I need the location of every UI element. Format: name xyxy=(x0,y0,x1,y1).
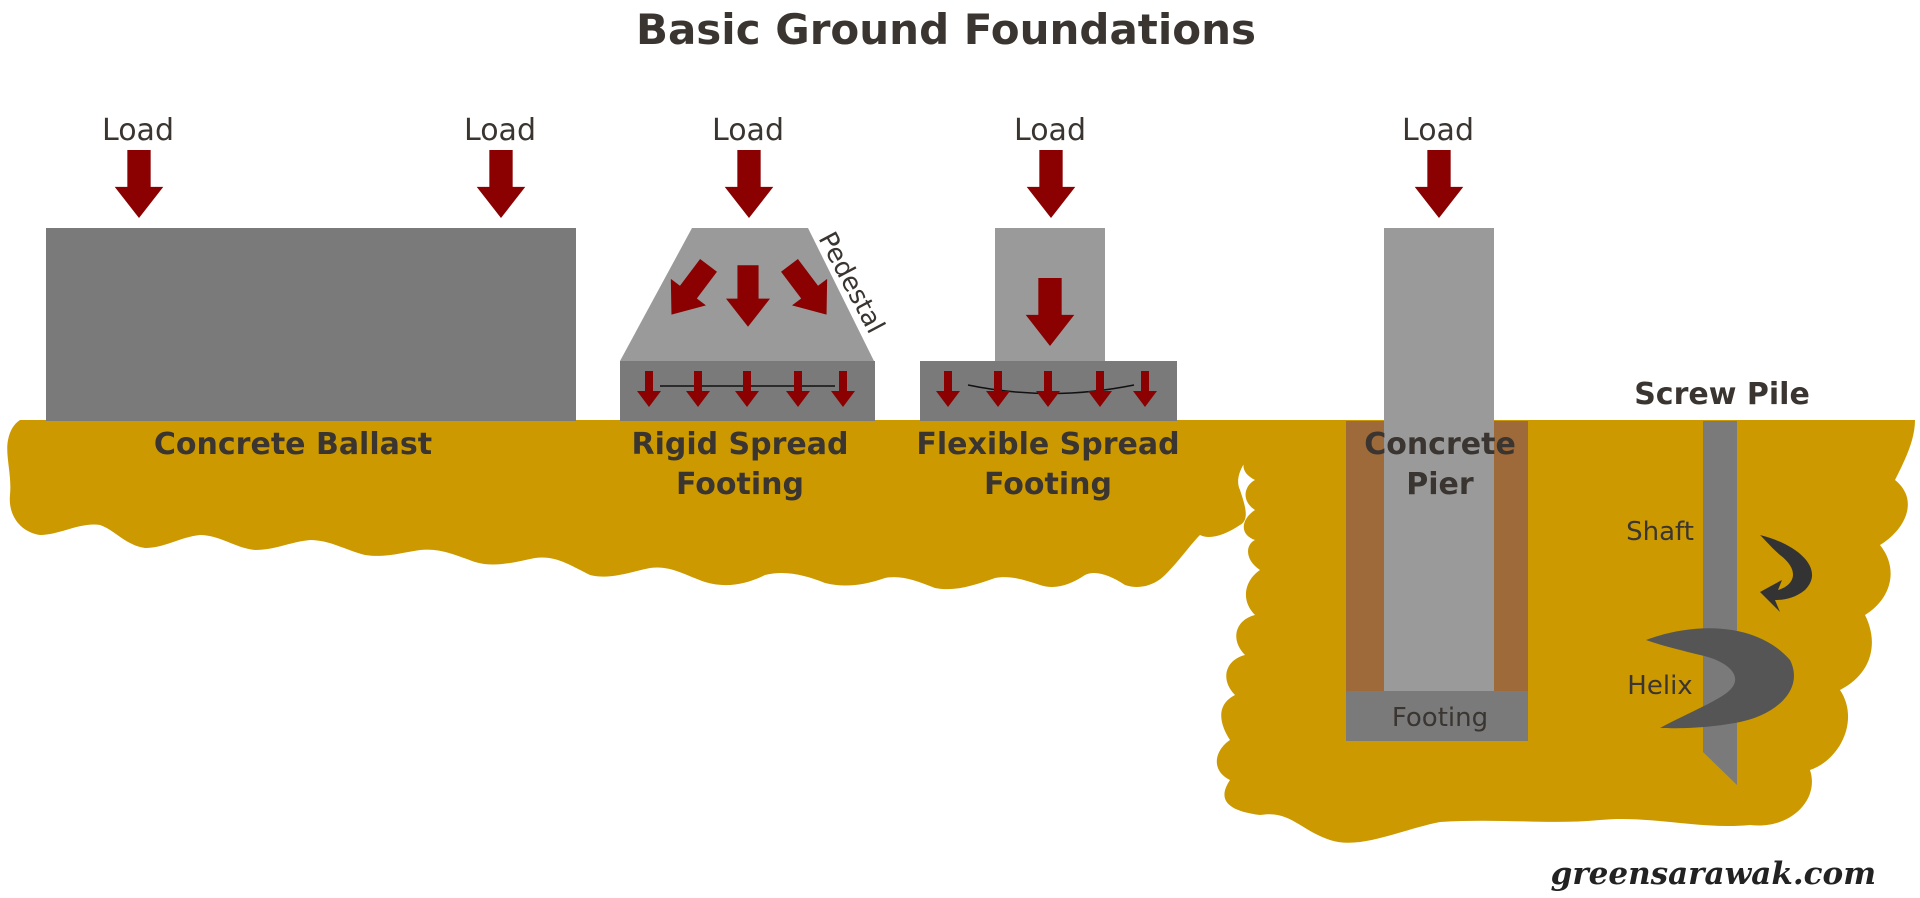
page-title: Basic Ground Foundations xyxy=(636,5,1256,54)
pier-footing-label: Footing xyxy=(1392,703,1488,733)
load-label-rigid: Load xyxy=(712,113,784,148)
load-arrow-ballast-right xyxy=(476,150,526,218)
helix-label: Helix xyxy=(1627,671,1692,701)
load-arrow-ballast-left xyxy=(114,150,164,218)
load-label-ballast-left: Load xyxy=(102,113,174,148)
load-arrow-rigid xyxy=(724,150,774,218)
load-label-pier: Load xyxy=(1402,113,1474,148)
ballast-label: Concrete Ballast xyxy=(154,427,432,462)
screw-pile-helix xyxy=(1646,628,1794,729)
ballast-block xyxy=(46,228,576,421)
load-arrow-pier xyxy=(1414,150,1464,218)
pier-column xyxy=(1384,228,1494,691)
ground xyxy=(7,420,1915,843)
watermark: greensarawak.com xyxy=(1551,856,1876,892)
load-arrow-flexible xyxy=(1026,150,1076,218)
rigid-label-line1: Rigid Spread xyxy=(631,427,848,462)
flexible-label-line2: Footing xyxy=(984,467,1112,502)
screw-pile-label: Screw Pile xyxy=(1634,377,1810,412)
rigid-label-line2: Footing xyxy=(676,467,804,502)
rotation-arrow-icon xyxy=(1760,535,1813,612)
shaft-label: Shaft xyxy=(1626,517,1694,547)
screw-pile-shaft xyxy=(1703,421,1737,785)
flexible-label-line1: Flexible Spread xyxy=(916,427,1179,462)
pier-label-line2: Pier xyxy=(1406,467,1474,502)
pier-footing xyxy=(1346,691,1528,741)
load-label-ballast-right: Load xyxy=(464,113,536,148)
load-label-flexible: Load xyxy=(1014,113,1086,148)
pier-label-line1: Concrete xyxy=(1364,427,1516,462)
